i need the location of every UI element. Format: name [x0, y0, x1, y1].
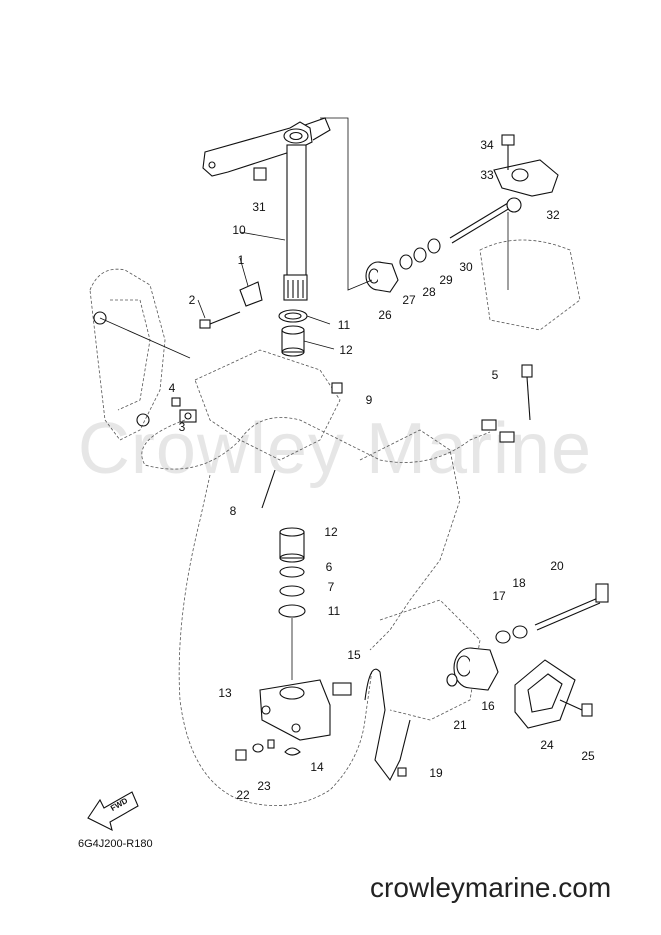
part-20-bolt: [534, 583, 609, 631]
lower-cable: [178, 474, 373, 806]
part-19-screw: [397, 767, 407, 777]
callout-29: 29: [439, 273, 453, 287]
part-22-nut: [235, 749, 247, 761]
callout-32: 32: [546, 208, 560, 222]
callout-15: 15: [347, 648, 361, 662]
callout-22: 22: [236, 788, 250, 802]
part-25-bolt: [559, 699, 593, 717]
fwd-arrow-icon: [87, 791, 139, 832]
part-17-washer: [495, 630, 511, 644]
callout-23: 23: [257, 779, 271, 793]
callout-27: 27: [402, 293, 416, 307]
part-32-collar: [506, 197, 522, 213]
part-9-nut: [331, 382, 343, 394]
part-29-washer: [427, 238, 441, 254]
callout-21: 21: [453, 718, 467, 732]
callout-30: 30: [459, 260, 473, 274]
part-31-nut: [253, 167, 267, 181]
part-5-long-bolt: [521, 364, 533, 421]
callout-28: 28: [422, 285, 436, 299]
callout-1: 1: [237, 253, 245, 267]
steering-arm: [202, 117, 331, 177]
part-2-bolt: [199, 311, 241, 329]
part-24-bracket: [514, 659, 576, 729]
part-12-bushing-upper: [281, 325, 305, 357]
part-1-clip: [239, 281, 263, 307]
callout-14: 14: [310, 760, 324, 774]
swivel-bracket: [89, 239, 581, 721]
website-caption: crowleymarine.com: [370, 872, 612, 903]
part-4-screw: [171, 397, 181, 407]
callout-20: 20: [550, 559, 564, 573]
part-3-fitting: [179, 409, 197, 423]
callout-11-upper: 11: [337, 318, 351, 332]
part-11-washer-lower: [278, 604, 306, 618]
part-6-oring: [279, 566, 305, 578]
callout-5: 5: [491, 368, 499, 382]
part-7-oring: [279, 585, 305, 597]
part-28-washer: [413, 247, 427, 263]
part-13-lower-mount: [259, 679, 331, 741]
callout-24: 24: [540, 738, 554, 752]
callout-7: 7: [327, 580, 335, 594]
callout-34: 34: [480, 138, 494, 152]
part-23-washer: [252, 743, 264, 753]
callout-12-lower: 12: [324, 525, 338, 539]
part-21-washer: [446, 673, 458, 687]
connector: [481, 419, 497, 431]
callout-31: 31: [252, 200, 266, 214]
callout-9: 9: [365, 393, 373, 407]
part-27-washer: [399, 254, 413, 270]
harness-cable: [141, 417, 491, 470]
callout-6: 6: [325, 560, 333, 574]
watermark: Crowley Marine: [77, 409, 593, 489]
part-16-rubber-mount: [453, 647, 499, 691]
steering-shaft: [283, 144, 308, 301]
callout-33: 33: [480, 168, 494, 182]
callout-3: 3: [178, 420, 186, 434]
callout-13: 13: [218, 686, 232, 700]
callout-16: 16: [481, 699, 495, 713]
callout-18: 18: [512, 576, 526, 590]
part-15-clip: [332, 682, 352, 696]
callout-12-upper: 12: [339, 343, 353, 357]
callout-8: 8: [229, 504, 237, 518]
callout-10: 10: [232, 223, 246, 237]
callout-2: 2: [188, 293, 196, 307]
callout-19: 19: [429, 766, 443, 780]
part-12-bushing-lower: [279, 527, 305, 563]
part-34-bolt: [501, 134, 515, 170]
callout-25: 25: [581, 749, 595, 763]
callout-11-lower: 11: [327, 604, 341, 618]
callout-4: 4: [168, 381, 176, 395]
part-8-bolt: [261, 469, 276, 509]
callout-17: 17: [492, 589, 506, 603]
part-18-washer: [512, 625, 528, 639]
part-26-mount: [365, 261, 399, 293]
part-11-washer-upper: [278, 309, 308, 323]
callout-26: 26: [378, 308, 392, 322]
part-30-bolt: [449, 202, 511, 244]
drawing-code: 6G4J200-R180: [78, 838, 153, 850]
part-33-clamp: [493, 159, 559, 197]
part-14-clip: [284, 747, 301, 756]
